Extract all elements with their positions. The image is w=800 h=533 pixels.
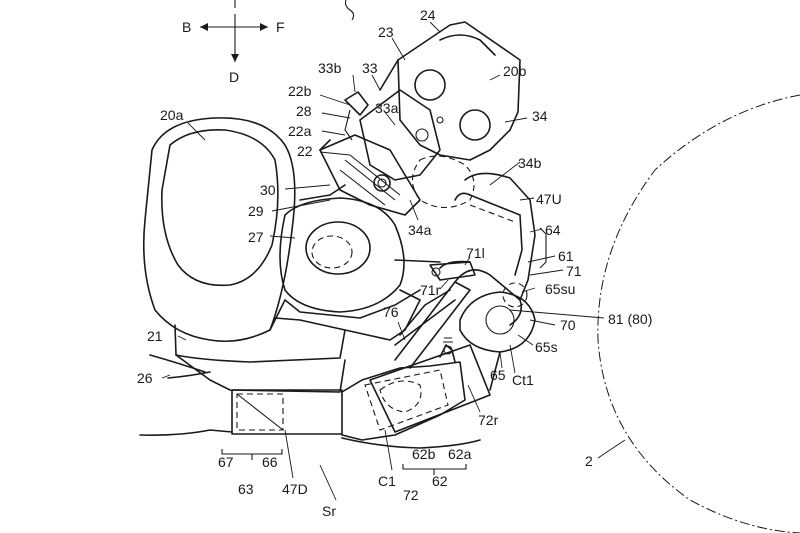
label-62: 62 (432, 473, 448, 489)
leader-lines (161, 21, 626, 501)
label-34a: 34a (408, 222, 432, 238)
cylinder-head (359, 21, 521, 209)
group-brackets (221, 227, 547, 475)
tire-outline (597, 94, 800, 533)
part-21 (149, 317, 346, 393)
label-2: 2 (585, 453, 593, 469)
label-C1: C1 (378, 473, 396, 489)
label-30: 30 (260, 182, 276, 198)
label-65s: 65s (535, 339, 558, 355)
part-61-bracket (454, 172, 536, 301)
part-labels: 20a 23 24 20b 33b 33 33a 34 34b 34a 22b … (137, 7, 652, 519)
label-21: 21 (147, 328, 163, 344)
label-33b: 33b (318, 60, 342, 76)
label-33a: 33a (375, 100, 399, 116)
label-29: 29 (248, 203, 264, 219)
direction-indicator: B F D (182, 0, 285, 85)
label-24: 24 (420, 7, 436, 23)
label-70: 70 (560, 317, 576, 333)
label-71: 71 (566, 263, 582, 279)
label-71l: 71l (466, 245, 485, 261)
linkage-arm (394, 260, 536, 391)
label-71r: 71r (420, 282, 441, 298)
label-66: 66 (262, 454, 278, 470)
label-62b: 62b (412, 446, 436, 462)
label-33: 33 (362, 60, 378, 76)
label-20a: 20a (160, 107, 184, 123)
frame-lower (139, 429, 481, 449)
view-arrow (344, 0, 355, 21)
label-65su: 65su (545, 281, 575, 297)
label-27: 27 (248, 229, 264, 245)
label-81: 81 (80) (608, 311, 652, 327)
label-22a: 22a (288, 123, 312, 139)
label-64: 64 (545, 222, 561, 238)
label-Ct1: Ct1 (512, 372, 534, 388)
part-27-chamber (269, 184, 441, 341)
part-72-cylinder (369, 337, 491, 433)
label-47U: 47U (536, 191, 562, 207)
label-34: 34 (532, 108, 548, 124)
label-20b: 20b (503, 63, 527, 79)
part-20a (142, 117, 296, 343)
label-26: 26 (137, 370, 153, 386)
label-65: 65 (490, 367, 506, 383)
label-23: 23 (378, 24, 394, 40)
label-62a: 62a (448, 446, 472, 462)
label-Sr: Sr (322, 503, 336, 519)
part-63-box (231, 361, 466, 441)
label-34b: 34b (518, 155, 542, 171)
label-22: 22 (297, 143, 313, 159)
direction-back-label: B (182, 19, 191, 35)
throttle-body (319, 91, 421, 216)
direction-down-label: D (229, 69, 239, 85)
direction-forward-label: F (276, 19, 285, 35)
label-72r: 72r (478, 412, 499, 428)
label-63: 63 (238, 481, 254, 497)
label-76: 76 (383, 304, 399, 320)
label-72: 72 (403, 487, 419, 503)
label-61: 61 (558, 248, 574, 264)
label-67: 67 (218, 454, 234, 470)
label-28: 28 (296, 103, 312, 119)
label-47D: 47D (282, 481, 308, 497)
label-22b: 22b (288, 83, 312, 99)
lower-fairing (399, 289, 451, 336)
